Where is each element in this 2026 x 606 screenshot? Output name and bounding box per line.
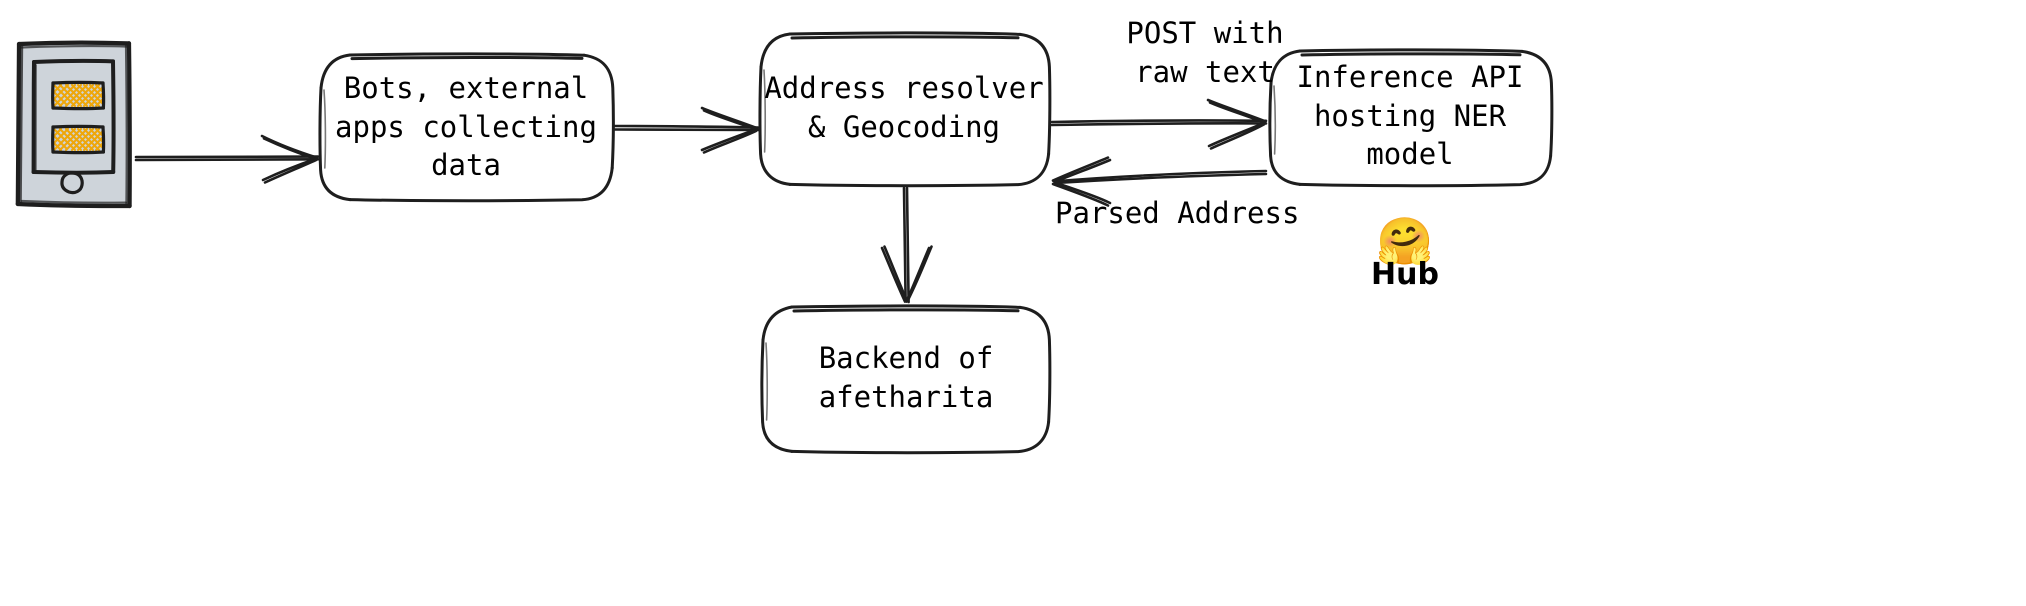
- huggingface-hub-annotation: 🤗 Hub: [1340, 218, 1470, 290]
- edge-label-parsed-address: Parsed Address: [1055, 196, 1300, 230]
- mobile-device-icon: [15, 40, 132, 209]
- node-inference-label: Inference API hosting NER model: [1296, 60, 1524, 172]
- edge-label-post-with-raw-text: POST with raw text: [1126, 16, 1284, 89]
- node-resolver-label: Address resolver & Geocoding: [764, 71, 1044, 144]
- edge-bots-to-resolver: [613, 106, 760, 154]
- hub-label: Hub: [1371, 257, 1439, 292]
- edge-mobile-to-bots: [134, 134, 320, 184]
- edge-resolver-to-inference: [1050, 98, 1268, 150]
- hugging-face-icon: 🤗: [1376, 214, 1434, 268]
- node-backend-label: Backend of afetharita: [818, 340, 994, 414]
- edge-resolver-to-backend: [880, 186, 933, 304]
- node-bots-label: Bots, external apps collecting data: [335, 71, 597, 183]
